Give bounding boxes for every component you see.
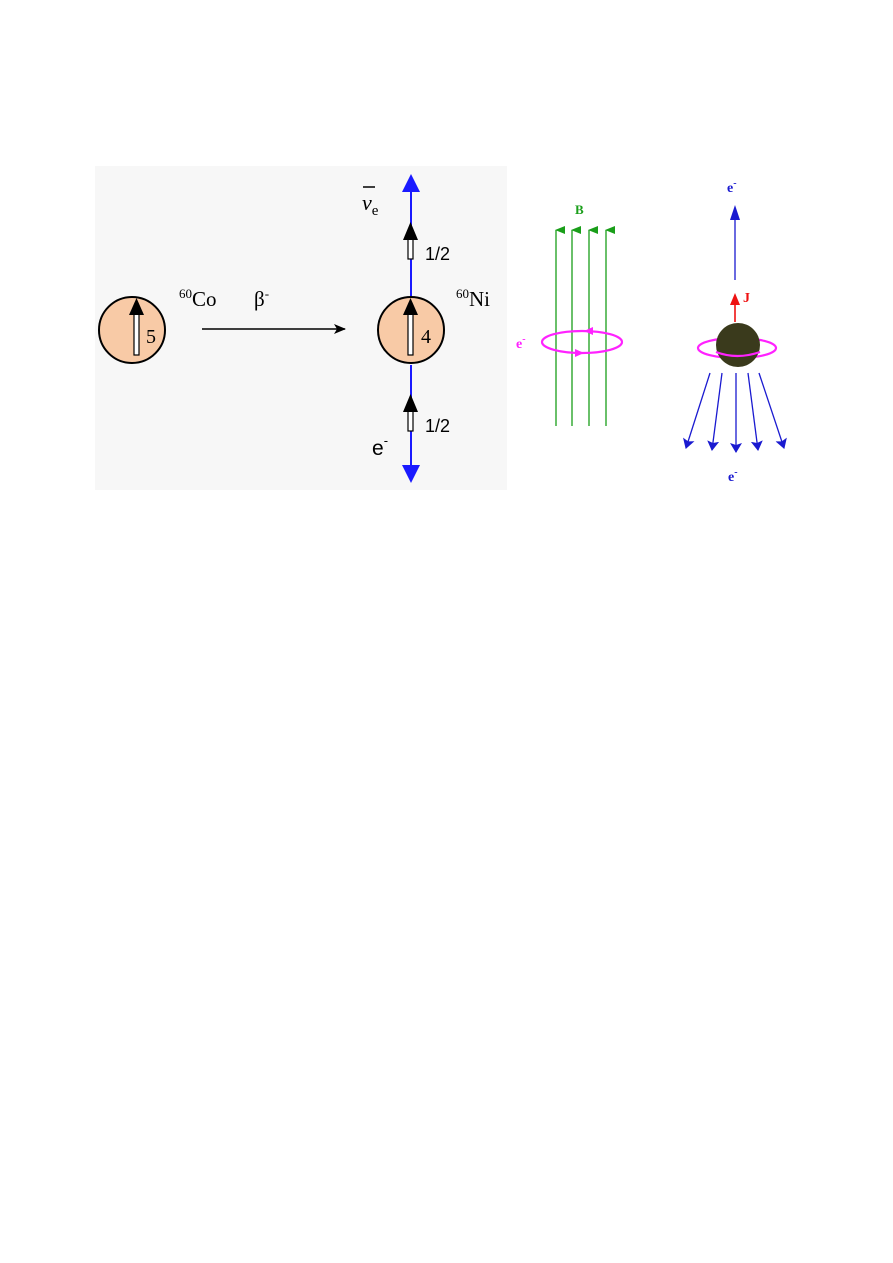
nickel-symbol: Ni	[469, 287, 490, 311]
cobalt-spin-arrow-head	[129, 298, 144, 315]
top-electron-arrowhead	[730, 205, 740, 220]
bottom-electron-sign: -	[734, 467, 737, 478]
emitted-electron-5	[758, 372, 787, 449]
electron-label: e-	[372, 433, 388, 460]
emitted-electron-4	[747, 372, 763, 451]
electron-spin-arrow	[403, 394, 418, 432]
nickel-label: 60Ni	[456, 286, 490, 311]
antineutrino-spin-shaft	[407, 238, 414, 260]
nickel-nucleus: 4	[377, 296, 445, 364]
electron-spin-value: 1/2	[425, 416, 450, 436]
nickel-spin-arrow-head	[403, 298, 418, 315]
emitted-electron-1	[683, 372, 711, 449]
beta-decay-label: β-	[254, 286, 269, 311]
magnetic-field-lines	[555, 226, 615, 426]
spin-vector-arrowhead	[730, 293, 740, 305]
cobalt-spin-arrow-shaft	[133, 313, 140, 356]
field-label: B	[575, 202, 584, 217]
nickel-mass-number: 60	[456, 286, 469, 301]
antineutrino-spin-value: 1/2	[425, 244, 450, 264]
cobalt-mass-number: 60	[179, 286, 192, 301]
beta-symbol: β	[254, 287, 265, 311]
cobalt-nucleus: 5	[98, 296, 166, 364]
antineutrino-spin-head	[403, 222, 418, 240]
orbit-electron-sign: -	[522, 334, 525, 345]
antineutrino-arrowhead	[402, 174, 420, 192]
nucleus-orbit-front	[715, 350, 761, 358]
cobalt-nucleus-circle	[98, 296, 166, 364]
emitted-electron-2	[707, 372, 723, 451]
cobalt-label: 60Co	[179, 286, 217, 311]
antineutrino-subscript: e	[372, 203, 379, 219]
electron-symbol: e	[372, 437, 384, 460]
antineutrino-symbol: v	[362, 190, 372, 215]
orbit-arrow-bottom	[575, 349, 584, 357]
orbit-electron-label: e-	[516, 334, 526, 352]
top-electron-symbol: e	[727, 181, 733, 196]
cobalt-spin-value: 5	[146, 326, 156, 348]
electron-arrowhead	[402, 465, 420, 483]
bottom-electron-label: e-	[728, 467, 738, 485]
nickel-spin-value: 4	[421, 326, 431, 348]
top-electron-sign: -	[733, 178, 736, 189]
electron-orbit	[540, 327, 624, 357]
emitted-electron-arrows	[683, 372, 787, 453]
bottom-electron-symbol: e	[728, 470, 734, 485]
spin-vector-label: J	[743, 291, 750, 306]
dark-nucleus	[716, 323, 760, 367]
electron-orbit-ring	[540, 329, 624, 355]
antineutrino-spin-arrow	[403, 222, 418, 260]
top-electron-label: e-	[727, 178, 737, 196]
beta-sign: -	[265, 286, 269, 301]
electron-spin-head	[403, 394, 418, 412]
antineutrino-label: ve	[362, 190, 379, 219]
electron-sign: -	[384, 433, 388, 448]
orbit-electron-symbol: e	[516, 337, 522, 352]
orbit-arrow-top	[584, 327, 593, 335]
electron-spin-shaft	[407, 410, 414, 432]
cobalt-symbol: Co	[192, 287, 217, 311]
nickel-spin-arrow-shaft	[407, 313, 414, 356]
